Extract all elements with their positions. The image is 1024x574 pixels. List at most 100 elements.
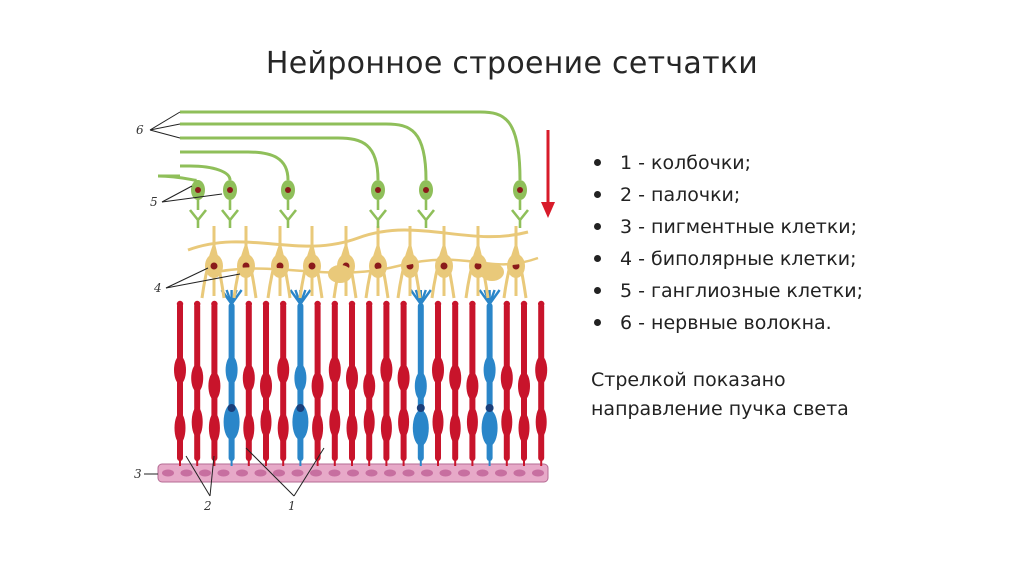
cone-cell-segment [312, 413, 324, 443]
cone-terminal [211, 300, 218, 308]
legend-item-text: 5 - ганглиозные клетки; [620, 280, 864, 302]
cone-terminal [469, 300, 476, 308]
cone-cell-body [242, 364, 255, 392]
rod-terminal [419, 289, 432, 305]
cone-cell-body [518, 372, 530, 400]
leader-line [165, 267, 209, 289]
legend-item: 2 - палочки; [590, 182, 1010, 214]
cone-cell-segment [449, 413, 461, 443]
cone-terminal [262, 300, 270, 308]
legend-item: 1 - колбочки; [590, 150, 1010, 182]
cone-cell-body [380, 356, 393, 384]
leader-line [293, 447, 325, 497]
pigment-cell [162, 469, 174, 477]
slide-title: Нейронное строение сетчатки [265, 46, 759, 81]
cone-terminal [314, 300, 321, 308]
cone-cell-segment [518, 413, 530, 443]
bipolar-nucleus [210, 262, 218, 270]
legend-item: 3 - пигментные клетки; [590, 214, 1010, 246]
bipolar-nucleus [276, 262, 284, 270]
pigment-cell [365, 469, 378, 477]
leader-line [161, 193, 223, 203]
pigment-cell [254, 469, 267, 477]
cone-terminal [280, 300, 287, 308]
bullet-icon [594, 159, 601, 166]
cone-cell-body [260, 372, 272, 400]
pigment-cell [199, 469, 211, 477]
legend-item-text: 2 - палочки; [620, 184, 741, 206]
bipolar-nucleus [308, 262, 316, 270]
legend-list: 1 - колбочки; 2 - палочки; 3 - пигментны… [590, 150, 1010, 342]
ganglion-dendrite [416, 209, 436, 228]
pigment-cell [532, 469, 544, 477]
rod-terminal [230, 289, 243, 305]
nerve-fiber [157, 174, 200, 182]
ganglion-dendrite [220, 209, 240, 228]
pigment-cell [328, 469, 341, 477]
pigment-cell [384, 469, 396, 477]
ganglion-dendrite [368, 209, 388, 228]
ganglion-dendrite [278, 209, 298, 228]
rod-cell-segment [412, 410, 429, 446]
cone-terminal [176, 300, 184, 308]
cone-cell-body [535, 356, 548, 384]
cone-cell-segment [432, 407, 444, 437]
rod-nucleus [485, 404, 494, 412]
cone-terminal [348, 300, 356, 308]
pigment-cell [291, 469, 304, 477]
cone-cell-segment [535, 407, 547, 437]
legend-item-text: 6 - нервные волокна. [620, 312, 832, 334]
cone-cell-segment [208, 413, 220, 443]
rod-terminal [488, 289, 501, 305]
cone-cell-body [208, 372, 221, 400]
figure-label: 3 [134, 467, 142, 481]
horizontal-process [187, 228, 529, 252]
cone-terminal [434, 300, 442, 308]
bullet-icon [594, 319, 601, 326]
ganglion-nucleus [227, 187, 233, 193]
rod-terminal [299, 289, 312, 305]
cone-cell-body [466, 372, 479, 400]
ganglion-nucleus [517, 187, 523, 193]
amacrine-cell [480, 263, 504, 281]
cone-cell-body [191, 364, 204, 392]
leader-line [245, 447, 295, 497]
cone-cell-body [346, 364, 358, 392]
cone-cell-segment [346, 413, 358, 443]
cone-cell-segment [191, 407, 203, 437]
legend-item: 6 - нервные волокна. [590, 310, 1010, 342]
cone-cell-segment [329, 407, 341, 437]
pigment-cell [439, 469, 452, 477]
bullet-icon [594, 191, 601, 198]
ganglion-nucleus [423, 187, 429, 193]
cone-cell-body [397, 364, 410, 392]
cone-terminal [383, 300, 390, 308]
bullet-icon [594, 287, 601, 294]
bullet-icon [594, 255, 601, 262]
cone-terminal [452, 300, 459, 308]
bipolar-nucleus [374, 262, 382, 270]
cone-terminal [520, 300, 528, 308]
rod-cell-body [294, 364, 307, 392]
legend-item-text: 3 - пигментные клетки; [620, 216, 858, 238]
cone-terminal [194, 300, 201, 308]
legend-item-text: 1 - колбочки; [620, 152, 752, 174]
cone-cell-segment [363, 407, 375, 437]
ganglion-dendrite [188, 209, 208, 228]
rod-cell-body [414, 372, 427, 400]
cone-cell-segment [243, 413, 255, 443]
rod-cell-segment [481, 410, 498, 446]
legend-item-text: 4 - биполярные клетки; [620, 248, 857, 270]
figure-label: 1 [288, 499, 296, 513]
cone-cell-segment [398, 407, 410, 437]
nerve-fiber [180, 164, 232, 181]
pigment-cell [273, 469, 285, 477]
pigment-cell [180, 469, 193, 477]
pigment-cell [495, 469, 507, 477]
cone-cell-body [328, 356, 341, 384]
pigment-cell [513, 469, 526, 477]
cone-terminal [503, 300, 510, 308]
pigment-cell [402, 469, 415, 477]
